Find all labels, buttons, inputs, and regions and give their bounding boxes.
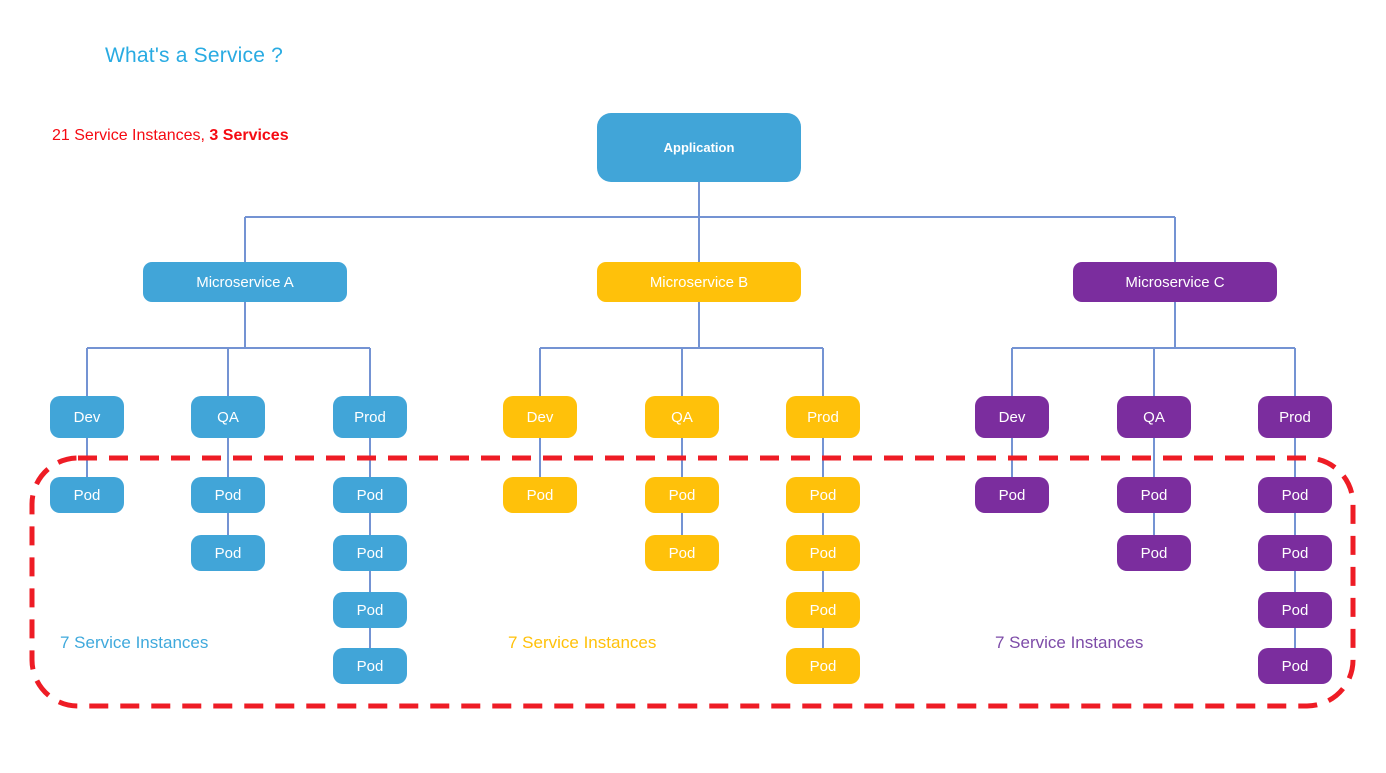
tree-connector: [698, 217, 700, 262]
tree-connector: [822, 571, 824, 592]
tree-connector: [369, 571, 371, 592]
tree-connector: [822, 513, 824, 535]
pod-node: Pod: [333, 477, 407, 513]
tree-connector: [698, 302, 700, 348]
pod-node: Pod: [1117, 477, 1191, 513]
environment-node: Dev: [975, 396, 1049, 438]
microservice-node: Microservice B: [597, 262, 801, 302]
pod-node: Pod: [645, 535, 719, 571]
instance-count-normal: 21 Service Instances,: [52, 127, 210, 144]
tree-connector: [539, 438, 541, 477]
tree-connector: [1174, 217, 1176, 262]
pod-node: Pod: [786, 535, 860, 571]
pod-node: Pod: [333, 535, 407, 571]
environment-node: Prod: [1258, 396, 1332, 438]
tree-connector: [227, 513, 229, 535]
pod-node: Pod: [50, 477, 124, 513]
pod-node: Pod: [191, 535, 265, 571]
pod-node: Pod: [975, 477, 1049, 513]
microservice-node: Microservice C: [1073, 262, 1277, 302]
tree-connector: [245, 216, 1175, 218]
tree-connector: [1294, 628, 1296, 648]
tree-connector: [822, 438, 824, 477]
pod-node: Pod: [503, 477, 577, 513]
tree-connector: [681, 438, 683, 477]
tree-connector: [822, 348, 824, 396]
tree-connector: [86, 438, 88, 477]
tree-connector: [1174, 302, 1176, 348]
microservice-node: Microservice A: [143, 262, 347, 302]
tree-connector: [244, 302, 246, 348]
environment-node: Prod: [333, 396, 407, 438]
tree-connector: [1294, 571, 1296, 592]
pod-node: Pod: [1258, 535, 1332, 571]
environment-node: QA: [645, 396, 719, 438]
pod-node: Pod: [333, 592, 407, 628]
tree-connector: [1294, 513, 1296, 535]
pod-node: Pod: [786, 648, 860, 684]
tree-connector: [227, 438, 229, 477]
instance-count-caption: 21 Service Instances, 3 Services: [52, 127, 289, 145]
tree-connector: [1153, 513, 1155, 535]
environment-node: QA: [1117, 396, 1191, 438]
tree-connector: [1153, 438, 1155, 477]
tree-connector: [698, 182, 700, 217]
page-title: What's a Service ?: [105, 44, 284, 67]
tree-connector: [1153, 348, 1155, 396]
tree-connector: [1011, 348, 1013, 396]
pod-node: Pod: [1258, 648, 1332, 684]
tree-connector: [681, 348, 683, 396]
tree-connector: [681, 513, 683, 535]
service-instances-label: 7 Service Instances: [508, 633, 657, 652]
tree-connector: [227, 348, 229, 396]
application-node: Application: [597, 113, 801, 182]
pod-node: Pod: [786, 592, 860, 628]
pod-node: Pod: [1117, 535, 1191, 571]
tree-connector: [244, 217, 246, 262]
tree-connector: [539, 348, 541, 396]
pod-node: Pod: [1258, 477, 1332, 513]
service-instances-label: 7 Service Instances: [60, 633, 209, 652]
environment-node: Prod: [786, 396, 860, 438]
pod-node: Pod: [1258, 592, 1332, 628]
instance-count-bold: 3 Services: [209, 127, 289, 144]
tree-connector: [1294, 348, 1296, 396]
tree-connector: [1011, 438, 1013, 477]
environment-node: QA: [191, 396, 265, 438]
pod-node: Pod: [786, 477, 860, 513]
pod-node: Pod: [333, 648, 407, 684]
pod-node: Pod: [645, 477, 719, 513]
tree-connector: [369, 438, 371, 477]
environment-node: Dev: [50, 396, 124, 438]
tree-connector: [369, 628, 371, 648]
tree-connector: [369, 513, 371, 535]
tree-connector: [86, 348, 88, 396]
service-instances-label: 7 Service Instances: [995, 633, 1144, 652]
tree-connector: [369, 348, 371, 396]
environment-node: Dev: [503, 396, 577, 438]
tree-connector: [1294, 438, 1296, 477]
pod-node: Pod: [191, 477, 265, 513]
tree-connector: [822, 628, 824, 648]
